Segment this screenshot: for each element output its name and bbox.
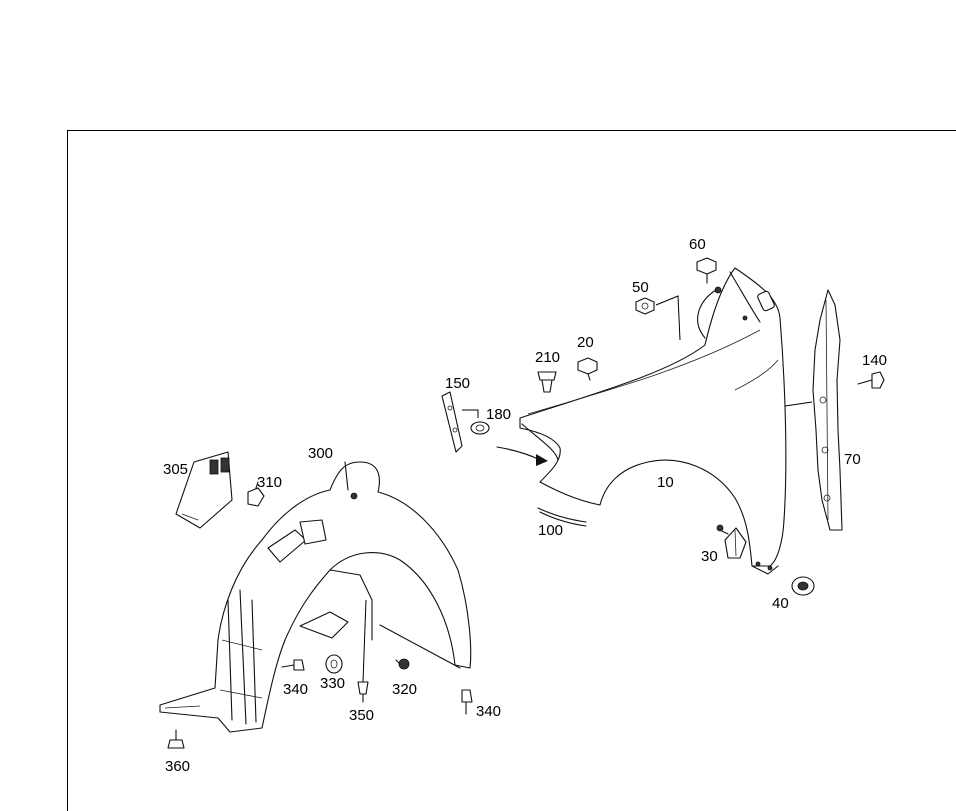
callout-150: 150 (445, 375, 470, 392)
bolt-140 (857, 371, 885, 389)
callout-70: 70 (844, 451, 861, 468)
nut-330 (325, 654, 343, 674)
fender-part (519, 267, 787, 575)
assembly-arrow (496, 446, 548, 466)
clip-310 (247, 481, 265, 507)
callout-180: 180 (486, 406, 511, 423)
bolt-360 (167, 729, 185, 749)
callout-340-left: 340 (283, 681, 308, 698)
callout-20: 20 (577, 334, 594, 351)
screw-320 (395, 658, 410, 670)
callout-310: 310 (257, 474, 282, 491)
clip-30 (716, 524, 747, 559)
bolt-340-right (461, 689, 473, 715)
callout-360: 360 (165, 758, 190, 775)
callout-330: 330 (320, 675, 345, 692)
callout-350: 350 (349, 707, 374, 724)
bolt-60 (696, 257, 717, 284)
callout-340-right: 340 (476, 703, 501, 720)
seal-strip-100 (537, 507, 587, 523)
callout-100: 100 (538, 522, 563, 539)
wheel-arch-liner-300 (159, 461, 472, 733)
nut-40 (791, 576, 815, 596)
callout-140: 140 (862, 352, 887, 369)
clip-180 (470, 421, 490, 435)
callout-300: 300 (308, 445, 333, 462)
bracket-150 (441, 391, 463, 453)
clip-210 (537, 371, 557, 393)
callout-60: 60 (689, 236, 706, 253)
insulation-pad-305 (175, 451, 233, 529)
nut-50 (635, 297, 655, 315)
callout-30: 30 (701, 548, 718, 565)
bolt-340-left (281, 659, 305, 671)
callout-320: 320 (392, 681, 417, 698)
callout-210: 210 (535, 349, 560, 366)
callout-40: 40 (772, 595, 789, 612)
screw-350 (357, 681, 369, 703)
bracket-70 (812, 289, 843, 531)
screw-20 (577, 357, 598, 381)
callout-10: 10 (657, 474, 674, 491)
diagram-frame (67, 130, 956, 811)
callout-305: 305 (163, 461, 188, 478)
callout-50: 50 (632, 279, 649, 296)
